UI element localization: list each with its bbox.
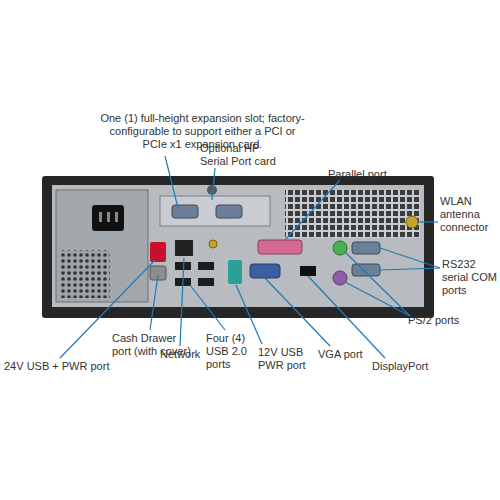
callout-label: 24V USB + PWR port [4,360,114,373]
antenna-connector [209,240,217,248]
display-port [300,266,316,276]
callout-label: DisplayPort [372,360,452,373]
power-socket [92,205,124,231]
serial-port [172,205,198,218]
power-supply [56,190,148,302]
callout-label: WLAN antenna connector [440,195,496,234]
psu-vent [60,250,110,298]
callout-label: Parallel port [328,168,418,181]
ps2-port [333,241,347,255]
callout-label: VGA port [318,348,378,361]
callout-label: Four (4) USB 2.0 ports [206,332,266,371]
serial-port [216,205,242,218]
antenna-connector [406,216,418,228]
callout-label: RS232 serial COM ports [442,258,498,297]
thumbscrew [207,185,217,195]
serial-port [352,242,380,254]
callout-label: PS/2 ports [408,314,488,327]
vga-port [250,264,280,278]
network-port [175,240,193,256]
usb-port [198,262,214,270]
parallel-port [258,240,302,254]
usb-port [198,278,214,286]
usb-power-port [228,260,242,284]
serial-port [352,264,380,276]
ps2-port [333,271,347,285]
vent-grid [285,190,420,238]
leader-lines [60,156,440,358]
callout-label: 12V USB PWR port [258,346,314,372]
usb-power-port [150,242,166,262]
chassis [42,176,434,318]
callout-label: Optional HP Serial Port card [200,142,280,168]
